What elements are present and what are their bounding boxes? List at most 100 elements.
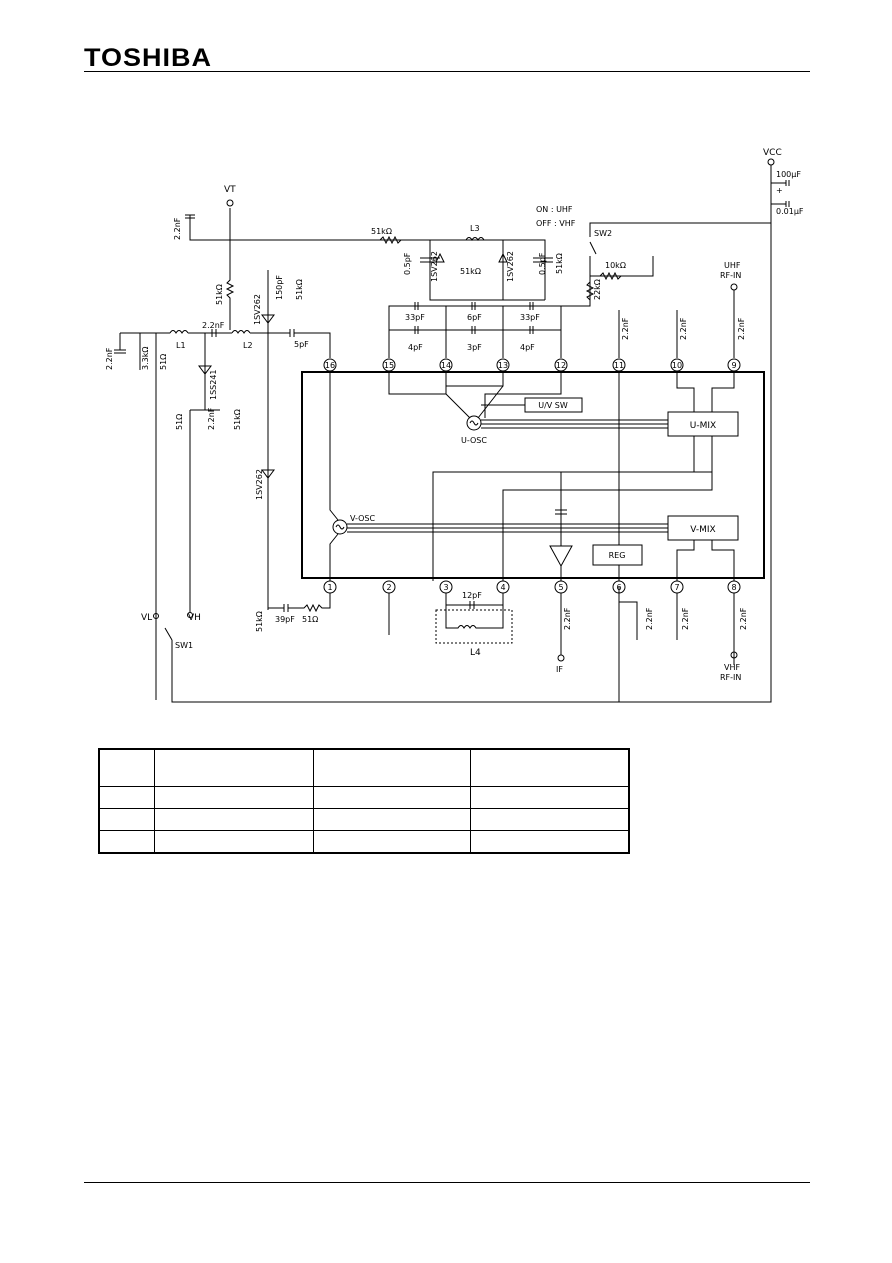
table-cell — [470, 830, 630, 854]
cap-001uf-label: 0.01μF — [776, 207, 804, 216]
table-cell — [154, 786, 314, 809]
res-51-a-label: 51Ω — [159, 354, 168, 370]
cap-4pf-b-label: 4pF — [520, 343, 535, 352]
sw1-label: SW1 — [175, 641, 193, 650]
res-51k-diode-label: 51kΩ — [295, 279, 304, 300]
sw2-off-label: OFF : VHF — [536, 219, 576, 228]
cap-22nf-pin11-label: 2.2nF — [621, 317, 630, 340]
table-row — [98, 786, 630, 809]
l2-label: L2 — [243, 341, 253, 350]
diode-1sv262-a-label: 1SV262 — [430, 251, 439, 282]
cap-22nf-pin9-label: 2.2nF — [737, 317, 746, 340]
if-out-label: IF — [556, 665, 563, 674]
u-osc-symbol — [466, 415, 482, 431]
table-cell — [313, 830, 471, 854]
cap-6pf-label: 6pF — [467, 313, 482, 322]
vhf-in-label-2: RF-IN — [720, 673, 741, 682]
pin-label: 14 — [441, 361, 451, 370]
cap-05pf-right-label: 0.5pF — [538, 252, 547, 275]
pin-label: 12 — [556, 361, 566, 370]
v-osc-symbol — [332, 519, 348, 535]
table-cell — [98, 808, 155, 831]
res-51k-left-label: 51kΩ — [233, 409, 242, 430]
uv-sw-label: U/V SW — [538, 401, 568, 410]
diode-1sv262-bottom-label: 1SV262 — [255, 469, 264, 500]
reg-label: REG — [609, 551, 626, 560]
res-51-b-label: 51Ω — [175, 414, 184, 430]
pin-label: 1 — [327, 583, 332, 592]
res-33k-label: 3.3kΩ — [141, 347, 150, 370]
table-cell — [98, 748, 155, 787]
table-cell — [98, 786, 155, 809]
if-amp-symbol — [549, 545, 573, 568]
cap-22nf-vt-label: 2.2nF — [173, 217, 182, 240]
header-rule — [84, 71, 810, 72]
res-51k-mid-label: 51kΩ — [460, 267, 481, 276]
plus-label: + — [776, 186, 783, 195]
pin-label: 9 — [731, 361, 736, 370]
pin-label: 7 — [674, 583, 679, 592]
l3-label: L3 — [470, 224, 480, 233]
cap-12pf-label: 12pF — [462, 591, 482, 600]
reg-block — [592, 544, 643, 566]
pin-label: 16 — [325, 361, 335, 370]
pin-label: 13 — [498, 361, 508, 370]
pin-label: 11 — [614, 361, 624, 370]
table-cell — [154, 748, 314, 787]
cap-4pf-a-label: 4pF — [408, 343, 423, 352]
res-22k-label: 22kΩ — [593, 279, 602, 300]
table-cell — [470, 748, 630, 787]
table-cell — [470, 786, 630, 809]
res-51k-top-label: 51kΩ — [371, 227, 392, 236]
res-51k-vt-label: 51kΩ — [215, 284, 224, 305]
diode-1sv262-top-label: 1SV262 — [253, 294, 262, 325]
table-cell — [470, 808, 630, 831]
table-cell — [154, 808, 314, 831]
cap-150pf-label: 150pF — [275, 275, 284, 300]
res-51k-bottom-label: 51kΩ — [255, 611, 264, 632]
l4-label: L4 — [470, 648, 481, 658]
l1-label: L1 — [176, 341, 186, 350]
cap-22nf-mid-label: 2.2nF — [207, 407, 216, 430]
table-row — [98, 808, 630, 831]
cap-05pf-left-label: 0.5pF — [403, 252, 412, 275]
table-cell — [313, 786, 471, 809]
table-row — [98, 748, 630, 787]
vl-label: VL — [141, 613, 152, 623]
table-cell — [313, 808, 471, 831]
table-row — [98, 830, 630, 854]
ic-body — [301, 371, 765, 579]
cap-5pf-label: 5pF — [294, 340, 309, 349]
vcc-label: VCC — [763, 148, 782, 158]
pin-label: 5 — [558, 583, 563, 592]
pin-label: 2 — [386, 583, 391, 592]
table-cell — [313, 748, 471, 787]
v-osc-label: V-OSC — [350, 514, 375, 523]
l4-tank — [435, 609, 513, 644]
cap-22nf-if-label: 2.2nF — [563, 607, 572, 630]
pin-label: 8 — [731, 583, 736, 592]
u-osc-label: U-OSC — [461, 436, 487, 445]
vt-label: VT — [224, 185, 236, 195]
vhf-in-label-1: VHF — [724, 663, 740, 672]
sw2-label: SW2 — [594, 229, 612, 238]
cap-3pf-label: 3pF — [467, 343, 482, 352]
vh-label: VH — [188, 613, 201, 623]
pin-label: 4 — [500, 583, 505, 592]
v-mix-label: V-MIX — [690, 525, 715, 535]
blank-table — [98, 748, 630, 854]
u-mix-label: U-MIX — [690, 421, 716, 431]
res-51k-right-label: 51kΩ — [555, 253, 564, 274]
footer-rule — [84, 1182, 810, 1183]
res-10k-label: 10kΩ — [605, 261, 626, 270]
cap-22nf-pin7-label: 2.2nF — [681, 607, 690, 630]
diode-1sv262-b-label: 1SV262 — [506, 251, 515, 282]
pin-label: 15 — [384, 361, 394, 370]
table-cell — [154, 830, 314, 854]
cap-39pf-label: 39pF — [275, 615, 295, 624]
cap-22nf-l-label: 2.2nF — [202, 321, 225, 330]
cap-100uf-label: 100μF — [776, 170, 801, 179]
sw2-on-label: ON : UHF — [536, 205, 573, 214]
pin-label: 10 — [672, 361, 682, 370]
cap-22nf-pin10-label: 2.2nF — [679, 317, 688, 340]
